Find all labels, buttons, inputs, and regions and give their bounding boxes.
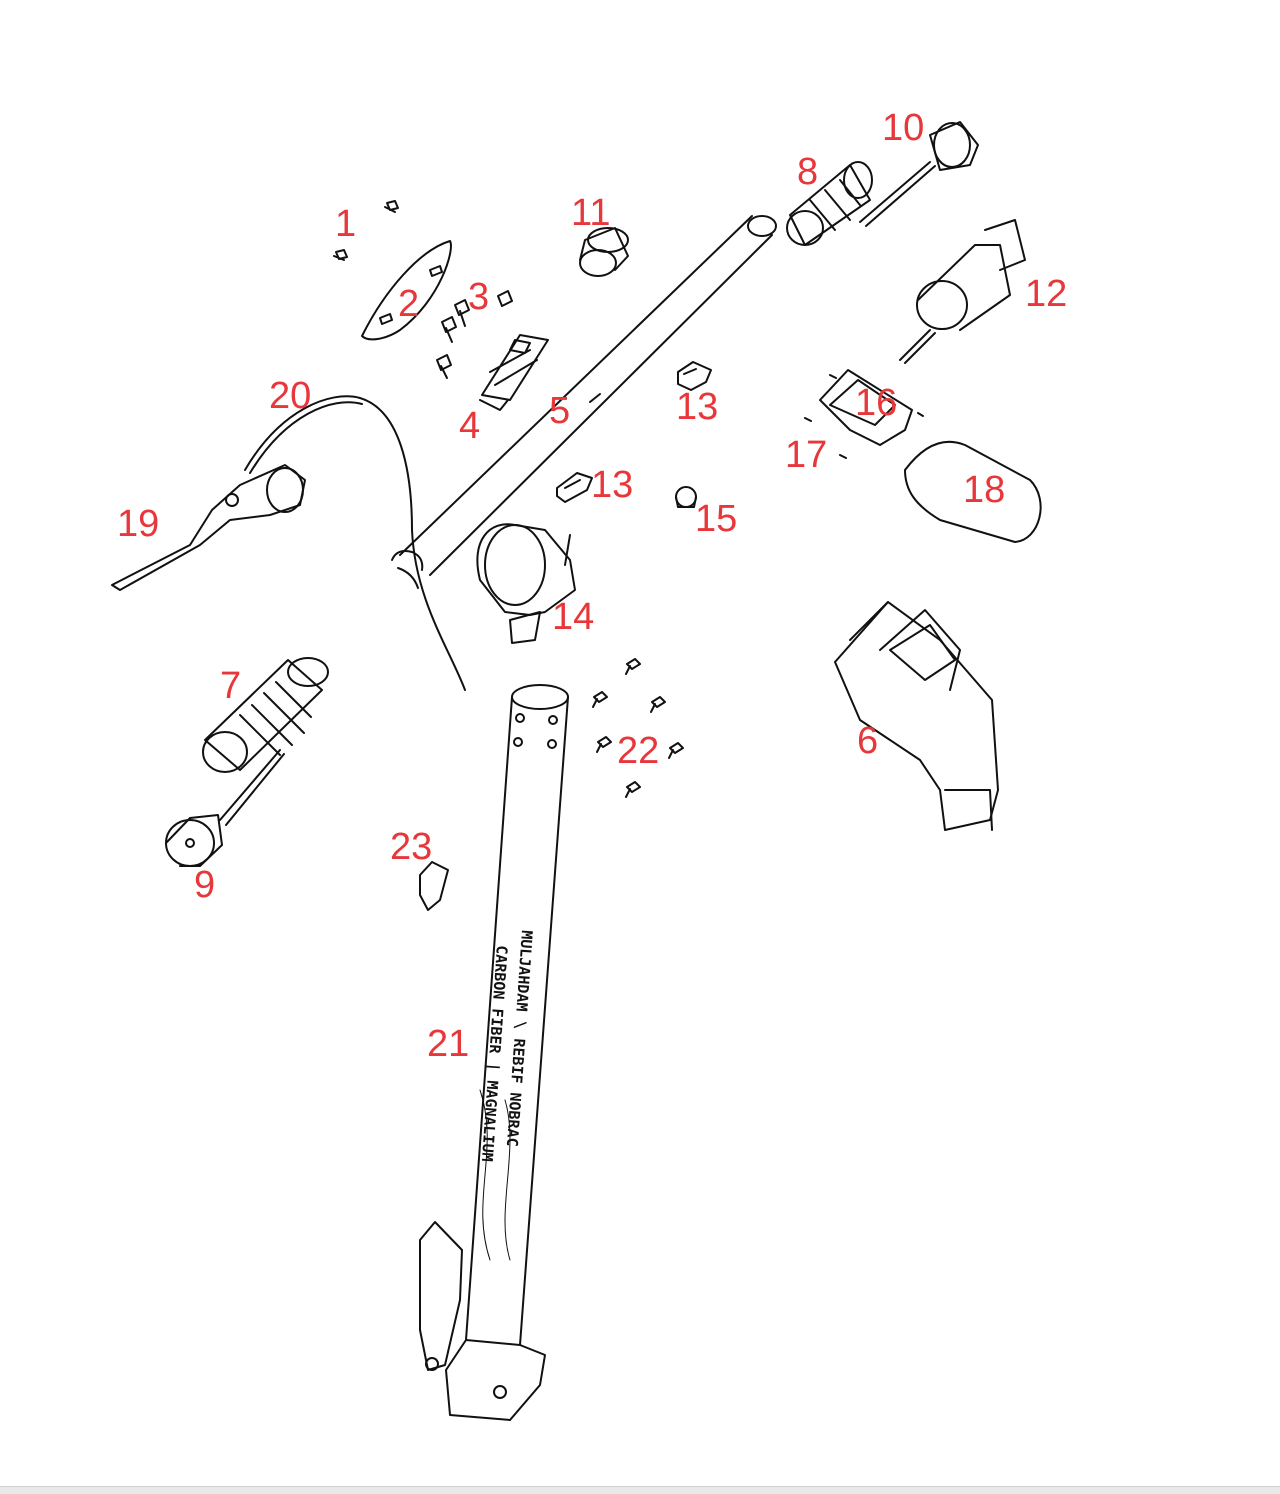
- callout-8: 8: [797, 151, 819, 193]
- callout-19: 19: [117, 503, 160, 545]
- callout-1: 1: [335, 203, 357, 245]
- callout-16: 16: [855, 382, 898, 424]
- callout-4: 4: [459, 405, 481, 447]
- part-7-grip: [202, 657, 329, 773]
- part-2-cover-plate: [361, 240, 452, 341]
- callout-6: 6: [857, 720, 879, 762]
- part-18-cover: [904, 440, 1042, 543]
- callout-2: 2: [398, 283, 420, 325]
- callout-5: 5: [549, 390, 571, 432]
- callout-11: 11: [571, 192, 611, 234]
- callout-14: 14: [552, 596, 595, 638]
- part-12-throttle: [899, 219, 1026, 364]
- part-1-screws: [333, 200, 399, 261]
- callout-7: 7: [220, 665, 242, 707]
- part-23-rubber-insert: [419, 861, 449, 911]
- callout-23: 23: [390, 826, 433, 868]
- callout-22: 22: [617, 730, 660, 772]
- part-4-bracket: [479, 334, 549, 411]
- callout-13-lower: 13: [591, 464, 634, 506]
- part-10-bar-end: [859, 121, 979, 227]
- part-13-plug-lower: [556, 472, 593, 503]
- part-9-bar-end: [165, 749, 285, 867]
- part-21-stem-tube: [419, 684, 569, 1421]
- part-6-stem-head: [834, 601, 999, 831]
- part-14-display: [476, 523, 576, 644]
- part-19-brake-lever: [111, 464, 306, 591]
- part-5-handlebar-tube: [391, 215, 777, 589]
- callout-21: 21: [427, 1023, 470, 1065]
- callout-10: 10: [882, 107, 925, 149]
- callout-9: 9: [194, 864, 216, 906]
- part-17-screws: [804, 374, 924, 459]
- callout-13-upper: 13: [676, 386, 719, 428]
- callout-12: 12: [1025, 273, 1068, 315]
- part-20-brake-cable: [244, 395, 466, 691]
- part-15-plug: [675, 486, 697, 508]
- part-8-grip: [786, 161, 873, 246]
- callout-17: 17: [785, 434, 828, 476]
- callout-15: 15: [695, 498, 738, 540]
- bottom-scroll-bar: [0, 1486, 1280, 1494]
- callout-18: 18: [963, 469, 1006, 511]
- part-22-screws: [592, 658, 684, 798]
- part-11-bushing: [579, 227, 629, 277]
- part-16-switch-housing: [819, 369, 913, 446]
- part-3-screws: [436, 290, 513, 379]
- callout-20: 20: [269, 375, 312, 417]
- callout-3: 3: [468, 276, 490, 318]
- part-13-plug-upper: [677, 361, 712, 391]
